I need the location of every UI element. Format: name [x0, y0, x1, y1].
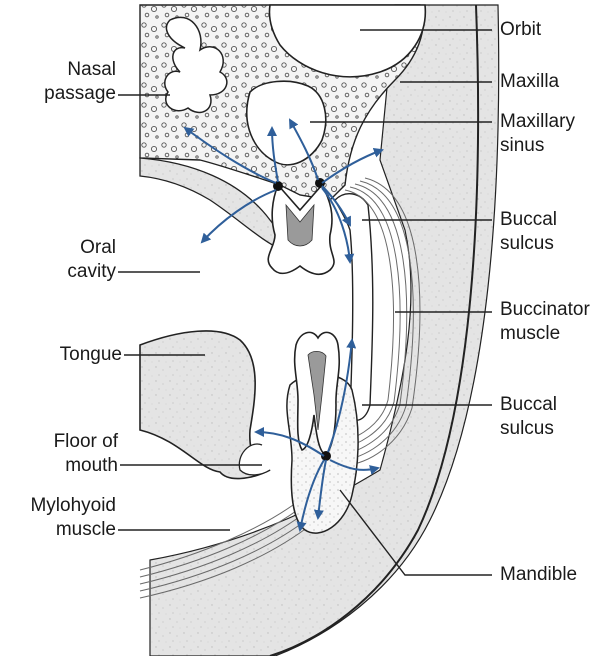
label-maxilla: Maxilla: [500, 70, 559, 94]
label-mylohyoid-muscle: Mylohyoid muscle: [30, 494, 116, 542]
label-nasal-passage: Nasal passage: [44, 58, 116, 106]
label-buccal-sulcus-upper: Buccal sulcus: [500, 208, 557, 256]
label-buccal-sulcus-lower: Buccal sulcus: [500, 393, 557, 441]
label-orbit: Orbit: [500, 18, 541, 42]
label-mandible: Mandible: [500, 563, 577, 587]
label-tongue: Tongue: [60, 343, 122, 367]
label-buccinator-muscle: Buccinator muscle: [500, 298, 590, 346]
label-oral-cavity: Oral cavity: [67, 236, 116, 284]
label-maxillary-sinus: Maxillary sinus: [500, 110, 575, 158]
label-floor-of-mouth: Floor of mouth: [54, 430, 118, 478]
